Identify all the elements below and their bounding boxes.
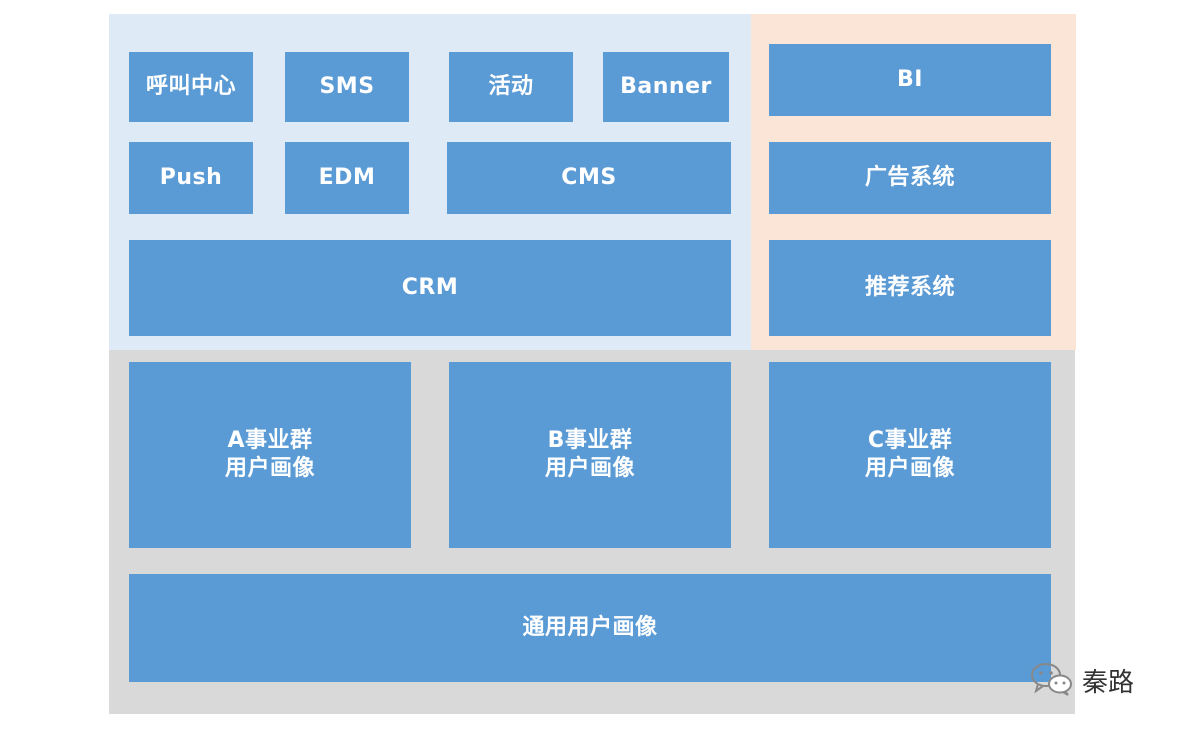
push-block: Push [129,142,253,214]
recommend-system-label: 推荐系统 [864,275,955,300]
portrait-a-block: A事业群 用户画像 [129,362,411,548]
portrait-c-block: C事业群 用户画像 [769,362,1051,548]
bi-label: BI [897,67,923,92]
banner-label: Banner [620,74,712,99]
crm-block: CRM [129,240,731,336]
sms-block: SMS [285,52,409,122]
edm-label: EDM [318,165,376,190]
watermark-text: 秦路 [1082,667,1135,698]
cms-label: CMS [561,165,617,190]
portrait-b-block: B事业群 用户画像 [449,362,731,548]
banner-block: Banner [603,52,729,122]
cms-block: CMS [447,142,731,214]
portrait-b-line1: B事业群 [547,428,633,453]
call-center-label: 呼叫中心 [145,74,236,99]
ad-system-label: 广告系统 [864,165,955,190]
crm-label: CRM [401,275,459,300]
portrait-b-line2: 用户画像 [544,456,635,481]
bi-block: BI [769,44,1051,116]
activity-label: 活动 [488,74,534,99]
push-label: Push [159,165,223,190]
recommend-system-block: 推荐系统 [769,240,1051,336]
watermark: 秦路 [1030,660,1134,700]
ad-system-block: 广告系统 [769,142,1051,214]
sms-label: SMS [319,74,375,99]
activity-block: 活动 [449,52,573,122]
portrait-c-line2: 用户画像 [864,456,955,481]
portrait-a-line2: 用户画像 [224,456,315,481]
portrait-c-line1: C事业群 [867,428,953,453]
portrait-a-line1: A事业群 [227,428,313,453]
edm-block: EDM [285,142,409,214]
general-portrait-label: 通用用户画像 [522,615,658,640]
general-portrait-block: 通用用户画像 [129,574,1051,682]
wechat-icon [1030,660,1074,700]
call-center-block: 呼叫中心 [129,52,253,122]
